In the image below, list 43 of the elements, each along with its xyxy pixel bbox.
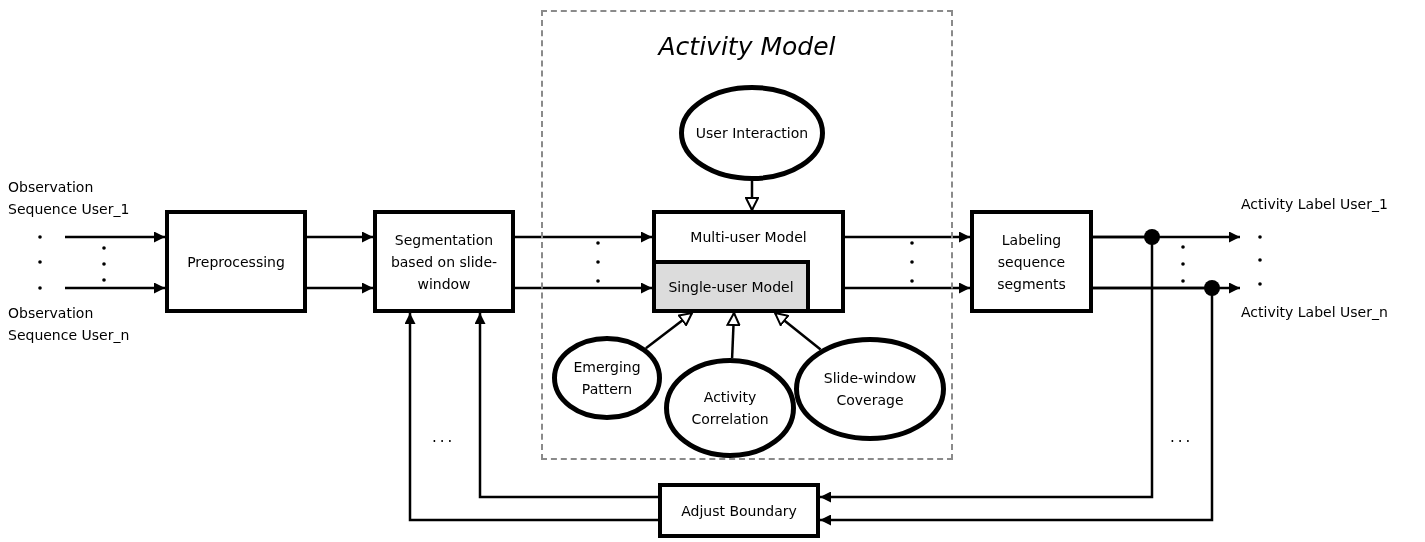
process-box [658, 483, 820, 538]
node-label: Slide-window Coverage [822, 369, 918, 410]
process-box [165, 210, 307, 313]
process-box [652, 210, 845, 313]
ellipse-node [664, 358, 796, 458]
node-label: User Interaction [695, 124, 809, 143]
ellipse-node [794, 337, 946, 441]
arrow [645, 312, 693, 350]
process-box [373, 210, 515, 313]
arrow [515, 231, 652, 243]
arrow [820, 235, 1154, 503]
arrow [65, 282, 165, 294]
box-label: Segmentation based on slide-window [389, 230, 499, 294]
arrow [845, 282, 970, 294]
box-label: Single-user Model [668, 277, 794, 297]
ellipsis-label: ... [432, 428, 456, 446]
ellipsis-label: ... [1170, 428, 1194, 446]
arrow [845, 231, 970, 243]
arrow [774, 312, 822, 351]
box-label: Preprocessing [187, 252, 285, 272]
input-label: Activity Label User_n [1241, 301, 1425, 325]
node-label: Activity Correlation [690, 388, 770, 429]
ellipse-node [679, 85, 825, 181]
box-label: Labeling sequence segments [996, 230, 1067, 294]
arrow [745, 181, 759, 211]
arrow [474, 313, 658, 499]
arrow [404, 313, 658, 522]
ellipse-node [552, 336, 662, 420]
arrow [726, 312, 741, 359]
arrow [307, 282, 373, 294]
dashed-group-box [541, 10, 953, 460]
arrow [820, 286, 1214, 526]
box-label: Adjust Boundary [681, 501, 797, 521]
input-label: Observation Sequence User_1 [8, 176, 148, 222]
group-title: Activity Model [658, 32, 836, 61]
arrow [307, 231, 373, 243]
node-label: Emerging Pattern [572, 358, 642, 399]
input-label: Activity Label User_1 [1241, 193, 1425, 217]
box-label: Multi-user Model [690, 228, 807, 247]
arrow [65, 231, 165, 243]
input-label: Observation Sequence User_n [8, 302, 148, 348]
arrow [515, 282, 652, 294]
process-box [970, 210, 1093, 313]
